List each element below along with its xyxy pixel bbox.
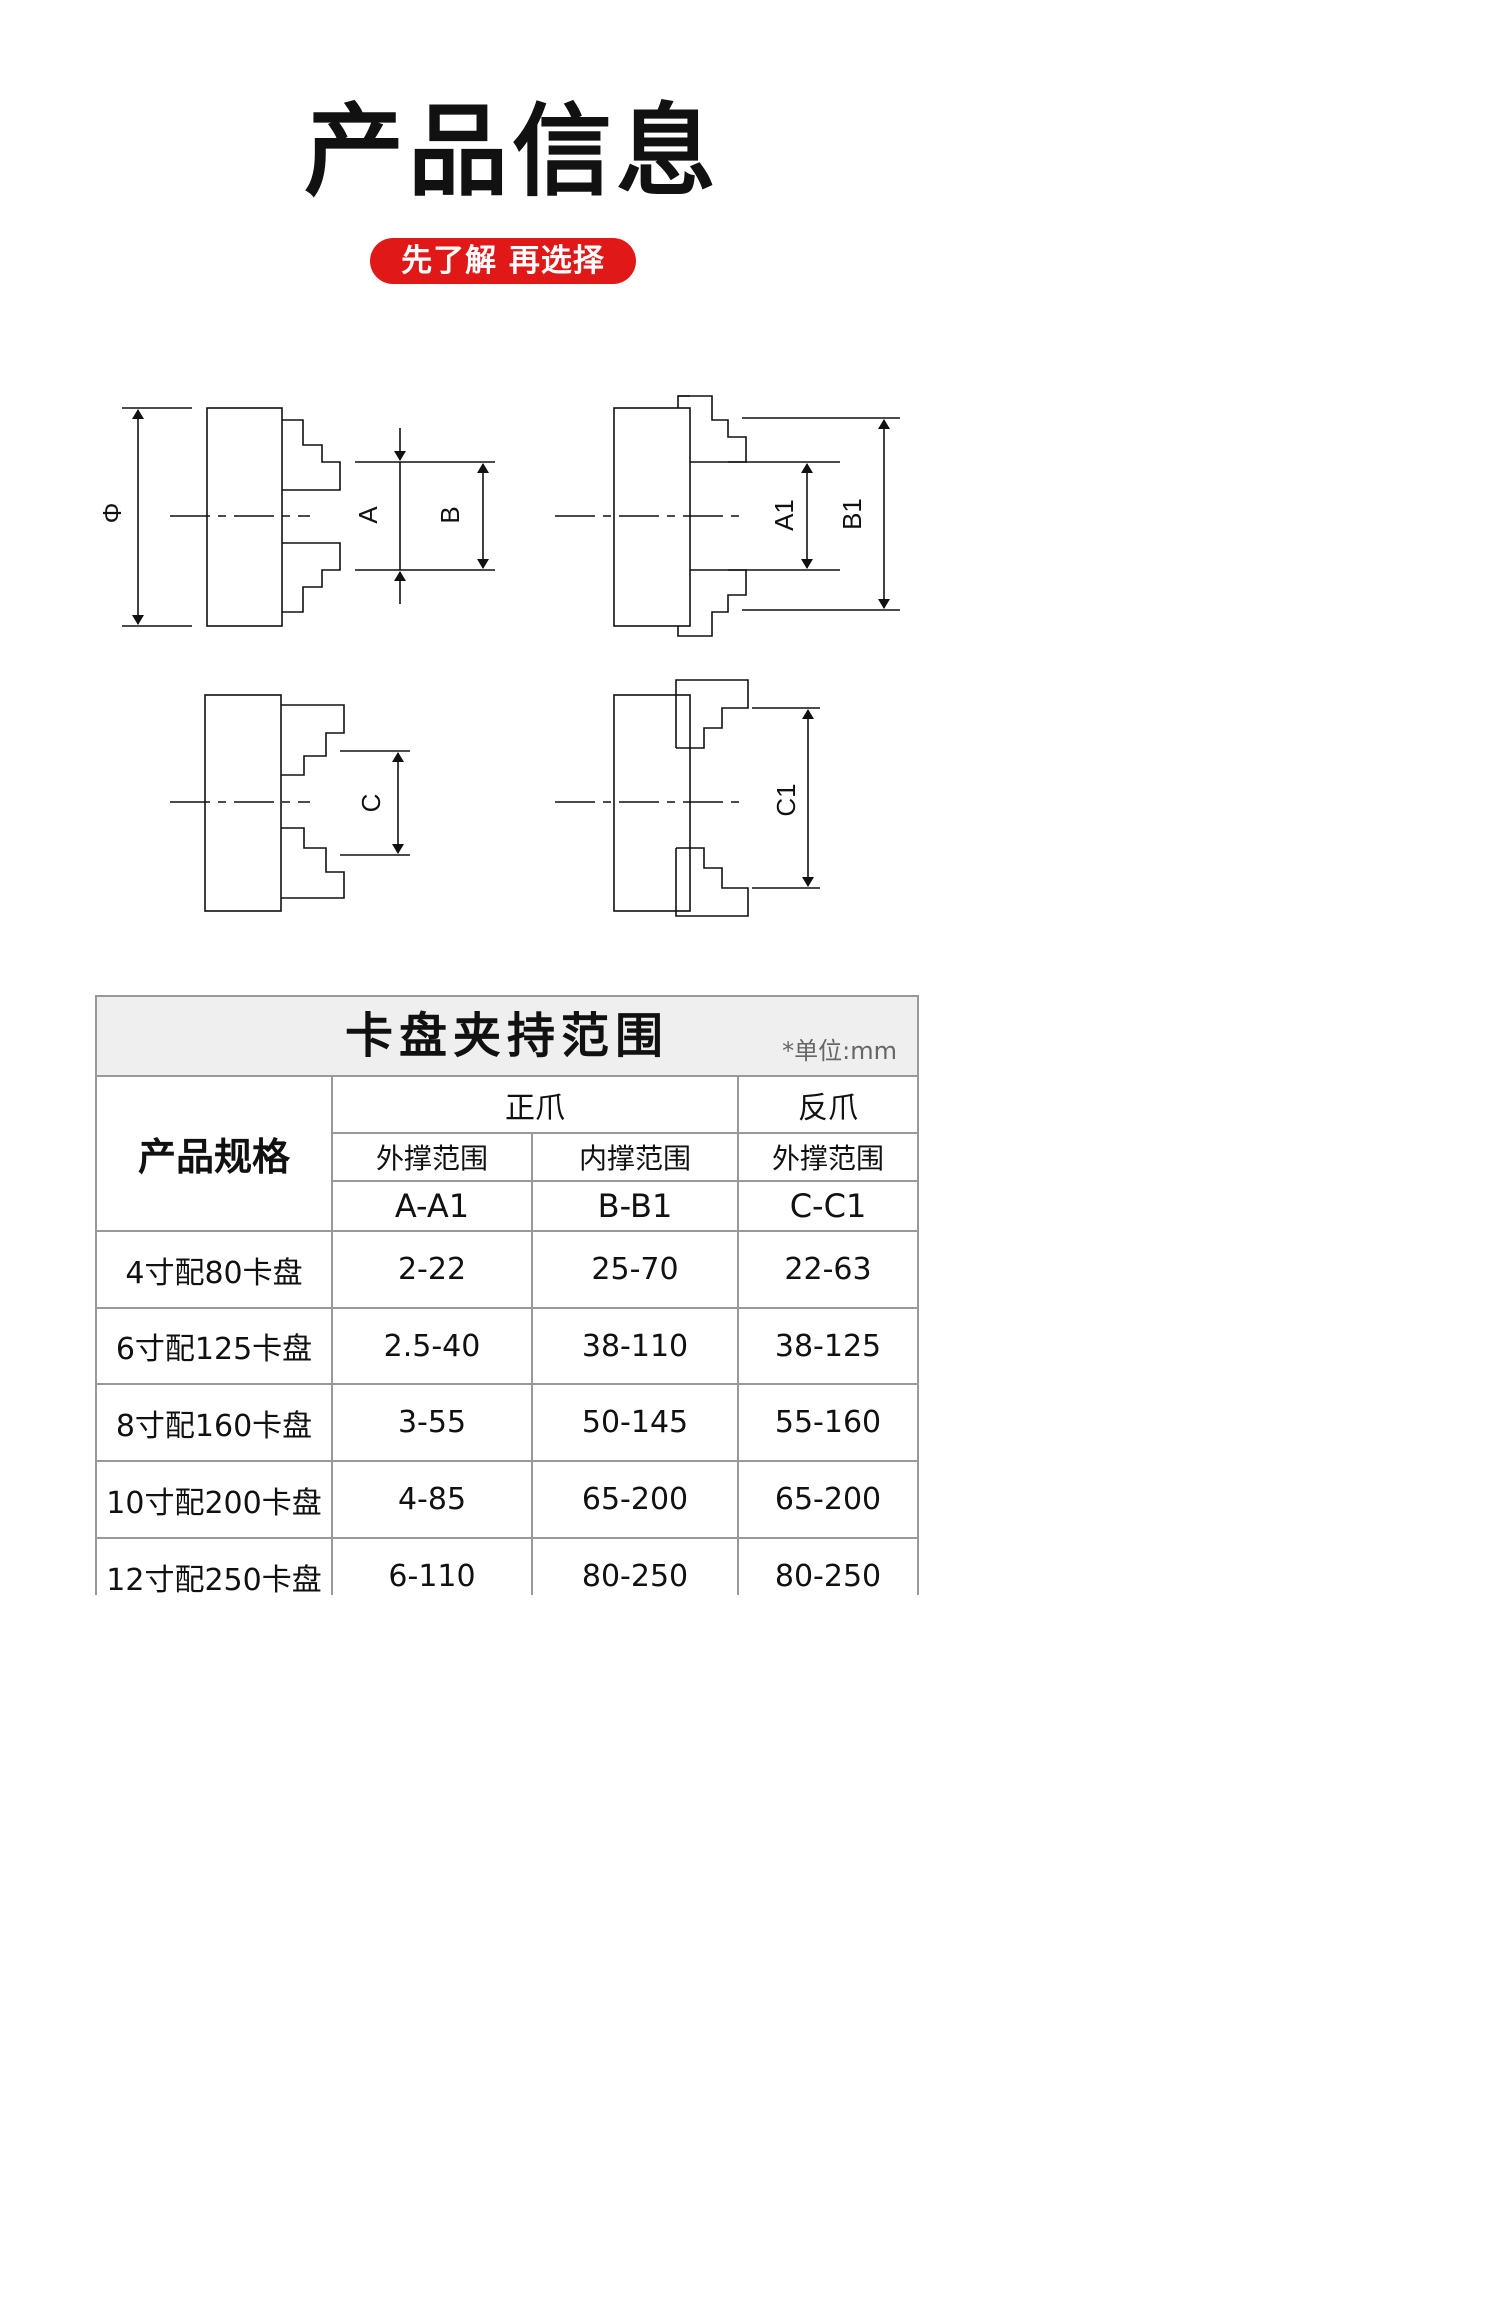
table-row-a: 6-110 — [388, 1559, 476, 1594]
table-title-bar: 卡盘夹持范围 *单位:mm — [97, 997, 917, 1077]
table-row-spec: 12寸配250卡盘 — [106, 1562, 322, 1598]
diagram-forward-jaws-c — [170, 694, 410, 912]
clamping-range-table: 卡盘夹持范围 *单位:mm 产品规格 正爪 反爪 外撑范围 内撑范围 外撑范围 … — [95, 995, 919, 1598]
table-title: 卡盘夹持范围 — [344, 1008, 669, 1064]
label-b1: B1 — [837, 498, 867, 530]
table-row-c: 65-200 — [774, 1482, 882, 1517]
table-row-a: 2-22 — [397, 1252, 467, 1287]
label-phi: Φ — [97, 503, 127, 524]
table-row-spec: 4寸配80卡盘 — [125, 1255, 303, 1291]
diagram-reverse-jaws-a1b1 — [555, 395, 900, 637]
table-row-spec: 10寸配200卡盘 — [106, 1485, 322, 1521]
table-row-a: 3-55 — [397, 1405, 467, 1440]
table-row-b: 50-145 — [581, 1405, 689, 1440]
code-a-a1: A-A1 — [394, 1187, 470, 1225]
table-row-a: 4-85 — [397, 1482, 467, 1517]
page-title: 产品信息 — [304, 93, 720, 210]
table-row-b: 65-200 — [581, 1482, 689, 1517]
table-row-c: 80-250 — [774, 1559, 882, 1594]
label-a1: A1 — [769, 499, 799, 531]
table-row-b: 38-110 — [581, 1328, 689, 1364]
table-row-b: 80-250 — [581, 1559, 689, 1594]
spec-header: 产品规格 — [137, 1135, 290, 1179]
col-inner-range: 内撑范围 — [578, 1142, 691, 1175]
table-row-a: 2.5-40 — [383, 1328, 481, 1364]
group-reverse-jaw: 反爪 — [798, 1090, 858, 1126]
label-a: A — [353, 506, 383, 524]
table-row-c: 22-63 — [784, 1252, 872, 1287]
table-row-spec: 8寸配160卡盘 — [115, 1408, 313, 1444]
table-row-spec: 6寸配125卡盘 — [115, 1332, 313, 1367]
subtitle-badge: 先了解 再选择 — [370, 238, 636, 284]
label-c1: C1 — [771, 783, 801, 816]
table-row-b: 25-70 — [591, 1252, 679, 1287]
diagram-reverse-jaws-c1 — [555, 679, 820, 917]
unit-note: *单位:mm — [782, 1037, 897, 1065]
label-b: B — [435, 506, 465, 523]
table-row-c: 55-160 — [774, 1405, 882, 1440]
label-c: C — [356, 794, 386, 813]
chuck-dimension-diagrams: Φ A B A1 B1 C C1 — [97, 395, 900, 917]
group-forward-jaw: 正爪 — [505, 1090, 565, 1126]
table-row-c: 38-125 — [774, 1328, 882, 1364]
code-c-c1: C-C1 — [789, 1187, 867, 1225]
diagram-forward-jaws-ab — [122, 407, 495, 627]
code-b-b1: B-B1 — [597, 1187, 673, 1225]
col-outer-range-reverse: 外撑范围 — [771, 1142, 884, 1175]
col-outer-range: 外撑范围 — [375, 1142, 488, 1175]
